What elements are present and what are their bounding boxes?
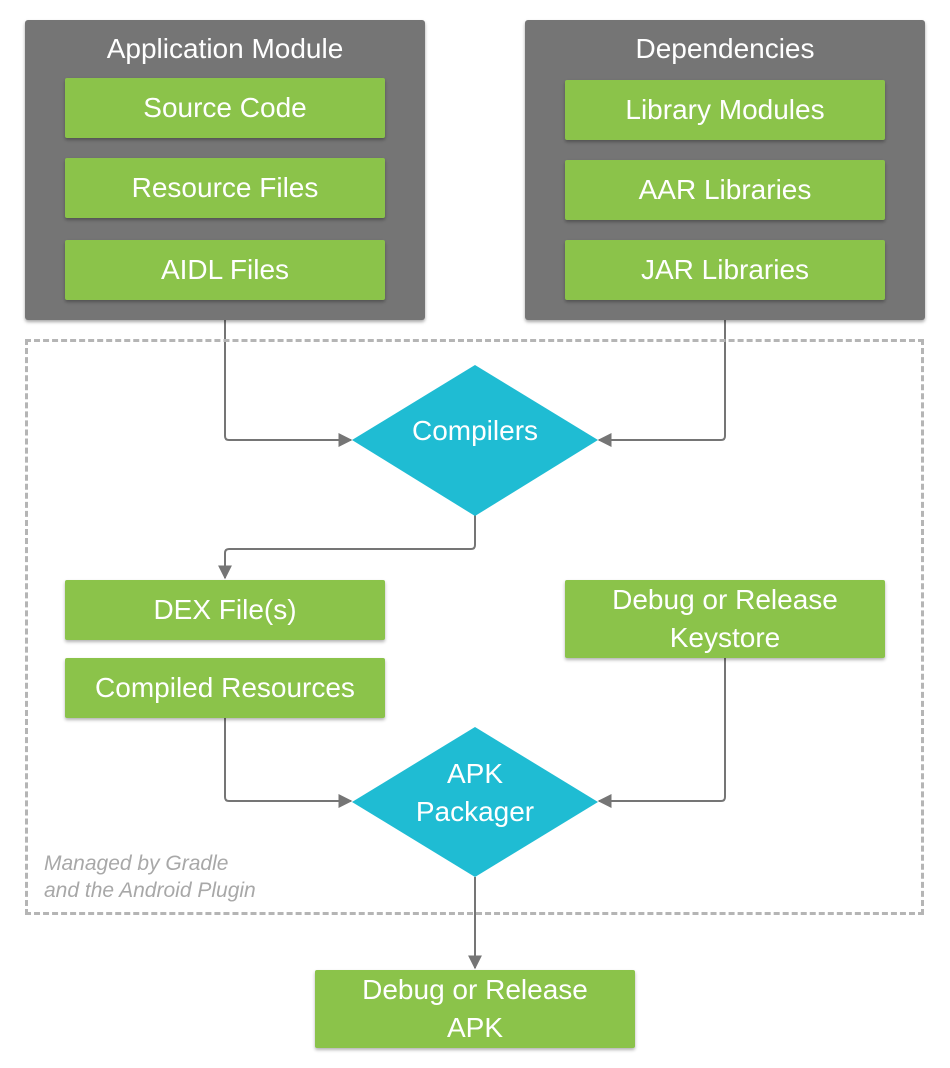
- jar-libraries-label: JAR Libraries: [640, 254, 810, 285]
- final-apk-box: Debug or Release APK: [315, 970, 635, 1048]
- dex-files-label: DEX File(s): [153, 594, 297, 625]
- connector-dependencies-compilers: [597, 320, 726, 447]
- apk-packager-diamond: [352, 727, 598, 877]
- dex-files-box: DEX File(s): [65, 580, 385, 640]
- final-apk-line2: APK: [446, 1012, 504, 1043]
- compiled-resources-box: Compiled Resources: [65, 658, 385, 718]
- aidl-files-label: AIDL Files: [160, 254, 290, 285]
- connector-keystore-packager: [597, 658, 726, 808]
- library-modules-label: Library Modules: [625, 94, 825, 125]
- keystore-line2: Keystore: [669, 622, 781, 653]
- source-code-label: Source Code: [143, 92, 307, 123]
- aar-libraries-box: AAR Libraries: [565, 160, 885, 220]
- apk-packager-line2: Packager: [415, 796, 535, 827]
- connector-appmodule-compilers: [224, 320, 353, 447]
- library-modules-box: Library Modules: [565, 80, 885, 140]
- gradle-managed-region: [25, 339, 924, 915]
- apk-packager-label: APK Packager: [352, 755, 598, 831]
- resource-files-box: Resource Files: [65, 158, 385, 218]
- gradle-managed-note-line2: and the Android Plugin: [44, 879, 256, 902]
- connector-resources-packager: [224, 718, 353, 808]
- compilers-label: Compilers: [352, 412, 598, 450]
- compilers-text: Compilers: [411, 415, 539, 446]
- compiled-resources-label: Compiled Resources: [95, 672, 355, 703]
- resource-files-label: Resource Files: [131, 172, 319, 203]
- final-apk-line1: Debug or Release: [362, 974, 588, 1005]
- keystore-line1: Debug or Release: [612, 584, 838, 615]
- gradle-managed-note-line1: Managed by Gradle: [44, 852, 229, 875]
- aar-libraries-label: AAR Libraries: [638, 174, 812, 205]
- connector-compilers-dex: [218, 515, 476, 580]
- source-code-box: Source Code: [65, 78, 385, 138]
- apk-packager-line1: APK: [446, 758, 504, 789]
- gradle-managed-note: Managed by Gradle and the Android Plugin: [44, 850, 256, 904]
- compilers-diamond: [352, 365, 598, 516]
- jar-libraries-box: JAR Libraries: [565, 240, 885, 300]
- application-module-title: Application Module: [106, 33, 344, 64]
- aidl-files-box: AIDL Files: [65, 240, 385, 300]
- dependencies-title: Dependencies: [635, 33, 815, 64]
- keystore-box: Debug or Release Keystore: [565, 580, 885, 658]
